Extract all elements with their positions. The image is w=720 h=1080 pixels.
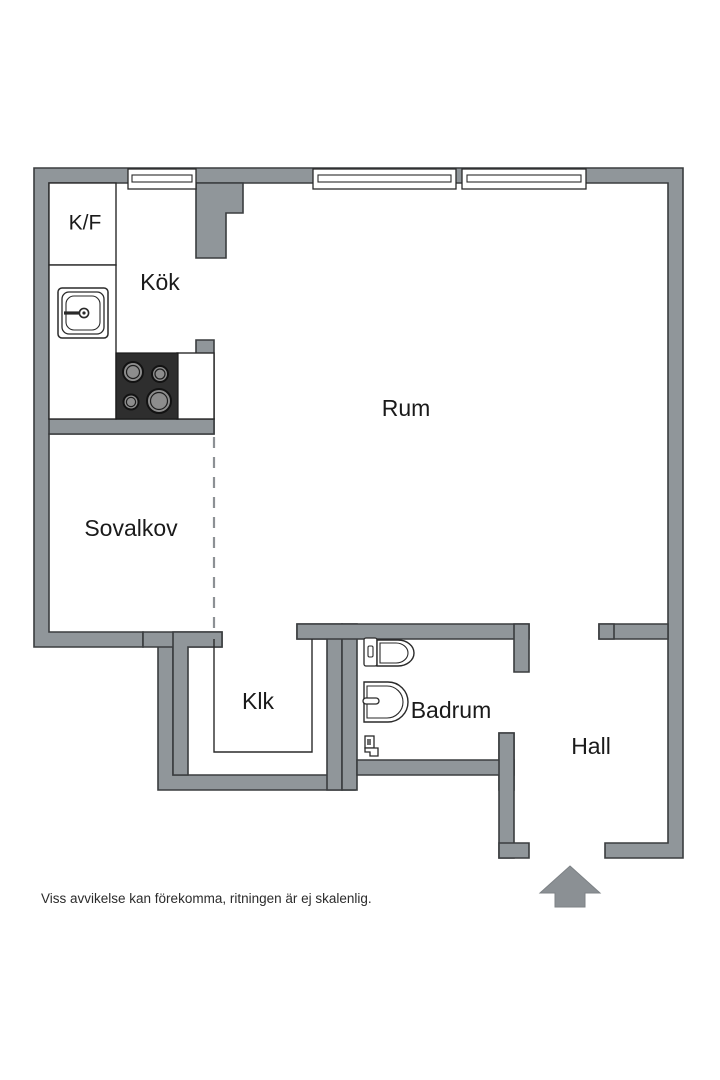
room-label-kok: Kök	[140, 269, 180, 295]
hall-wall-bottom-left	[498, 842, 530, 859]
badrum-wall-left	[341, 623, 358, 791]
klk-inner-outline	[213, 639, 313, 753]
room-label-rum: Rum	[382, 395, 431, 421]
badrum-wall-bottom	[356, 759, 515, 776]
entrance-arrow-icon	[538, 865, 602, 908]
windows-group	[127, 168, 587, 190]
window-rum-2	[461, 168, 587, 190]
room-label-sovalkov: Sovalkov	[84, 515, 178, 541]
room-label-hall: Hall	[571, 733, 611, 759]
wall-structure	[33, 167, 684, 859]
kok-sovalkov-divider	[48, 418, 215, 435]
window-rum-1	[312, 168, 457, 190]
kitchen-counter-right	[176, 352, 215, 420]
floor-drain-icon	[364, 735, 379, 757]
kok-wall-right-notch	[195, 182, 244, 259]
klk-wall-right	[296, 623, 343, 791]
fridge-freezer-box	[48, 182, 117, 266]
window-kitchen	[127, 168, 197, 190]
room-labels: K/F Kök Sovalkov Rum Klk Badrum Hall	[69, 212, 611, 760]
kitchen-sink-icon	[57, 287, 109, 339]
room-label-klk: Klk	[242, 688, 274, 714]
hall-wall-left	[498, 732, 515, 859]
room-label-badrum: Badrum	[411, 697, 492, 723]
badrum-wall-right-upper	[513, 623, 530, 673]
fixtures-group	[57, 287, 602, 908]
disclaimer-text: Viss avvikelse kan förekomma, ritningen …	[41, 891, 372, 906]
badrum-wall-top	[296, 623, 530, 640]
toilet-icon	[363, 637, 415, 667]
rum-wall-south-right	[598, 623, 615, 640]
wash-basin-icon	[362, 681, 409, 723]
klk-wall-left	[172, 631, 223, 776]
stove-cooktop-icon	[115, 352, 179, 420]
room-label-kf: K/F	[69, 212, 102, 235]
